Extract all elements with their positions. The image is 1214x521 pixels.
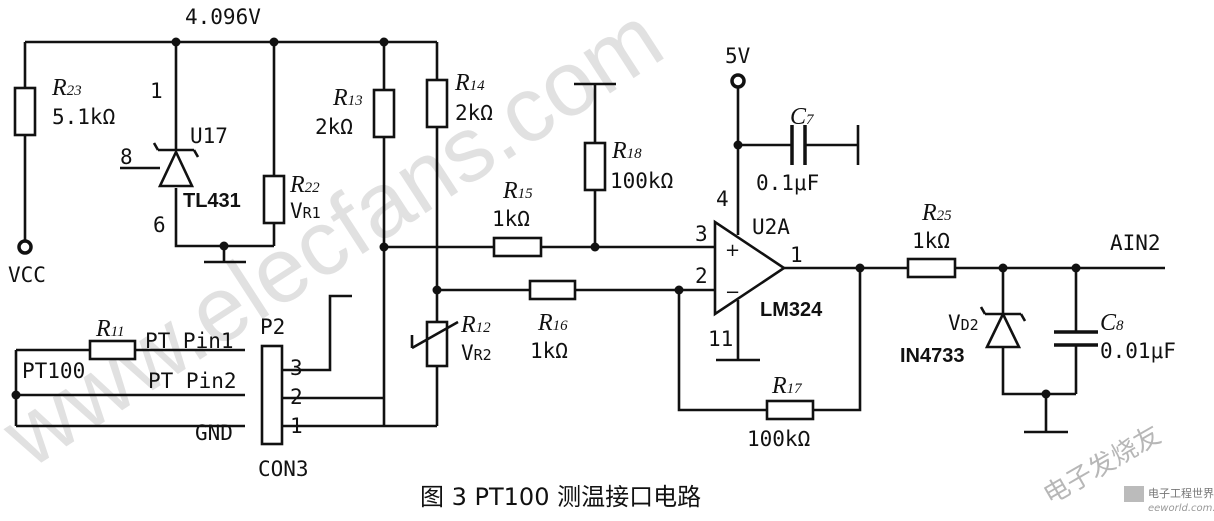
p2-ref: P2	[260, 315, 285, 339]
r12-value: VR2	[461, 341, 492, 365]
r22-ref: R22	[289, 172, 320, 198]
opamp-u2a: + − 4 3 2 1 11 U2A LM324	[695, 187, 823, 351]
r11-ref: R11	[95, 316, 125, 342]
opamp-ref: U2A	[752, 215, 790, 239]
zener-vd2: VD2 IN4733	[900, 306, 1027, 367]
opamp-pin1: 1	[790, 243, 803, 267]
r13-ref: R13	[332, 85, 363, 111]
opamp-part: LM324	[760, 299, 823, 321]
c8-capacitor: C8 0.01μF	[1054, 310, 1176, 363]
r17-resistor: R17 100kΩ	[747, 373, 815, 451]
u17-part: TL431	[183, 190, 241, 212]
watermark-cn: 电子发烧友	[1039, 420, 1167, 511]
gnd-label: GND	[195, 421, 233, 445]
c7-capacitor: C7 0.1μF	[756, 104, 819, 195]
r13-value: 2kΩ	[315, 115, 353, 139]
r25-ref: R25	[921, 200, 952, 226]
r23-resistor: R23 5.1kΩ	[13, 75, 115, 137]
p2-pin3: 3	[290, 356, 303, 380]
tl431-regulator: 1 8 6 U17 TL431	[120, 79, 241, 237]
opamp-plus: +	[725, 240, 740, 261]
connector-p2: P2 3 2 1 CON3	[258, 315, 309, 481]
opamp-pin4: 4	[716, 187, 729, 211]
pt100-sensor: PT100 PT Pin1 PT Pin2 GND	[22, 329, 237, 445]
opamp-minus: −	[725, 282, 740, 303]
p2-pin1: 1	[290, 414, 303, 438]
r25-value: 1kΩ	[912, 229, 950, 253]
r25-resistor: R25 1kΩ	[906, 200, 957, 279]
pt-pin2-label: PT Pin2	[148, 369, 237, 393]
r17-ref: R17	[771, 373, 803, 399]
c8-value: 0.01μF	[1100, 339, 1176, 363]
5v-terminal: 5V	[725, 44, 751, 89]
r16-ref: R16	[537, 310, 568, 336]
vcc-terminal: VCC	[8, 239, 46, 287]
junction-dots	[11, 37, 1081, 400]
c7-value: 0.1μF	[756, 171, 819, 195]
r15-value: 1kΩ	[492, 207, 530, 231]
u17-pin1: 1	[150, 79, 163, 103]
opamp-pin2: 2	[695, 264, 708, 288]
r15-resistor: R15 1kΩ	[492, 178, 543, 258]
r14-resistor: R14 2kΩ	[425, 70, 493, 129]
vcc-label: VCC	[8, 263, 46, 287]
logo-sub: eeworld.com.cn	[1148, 503, 1214, 514]
opamp-pin11: 11	[708, 327, 733, 351]
r14-value: 2kΩ	[455, 101, 493, 125]
u17-pin6: 6	[153, 213, 166, 237]
r12-ref: R12	[460, 312, 491, 338]
r16-resistor: R16 1kΩ	[528, 279, 577, 363]
r17-value: 100kΩ	[747, 427, 810, 451]
c7-ref: C7	[790, 104, 815, 130]
u17-pin8: 8	[120, 145, 133, 169]
p2-pin2: 2	[290, 385, 303, 409]
ain2-label: AIN2	[1110, 231, 1161, 255]
c8-ref: C8	[1100, 310, 1124, 336]
eeworld-logo: 电子工程世界 eeworld.com.cn	[1124, 486, 1214, 514]
5v-label: 5V	[725, 44, 751, 68]
pt-pin1-label: PT Pin1	[145, 329, 234, 353]
r22-value: VR1	[290, 199, 321, 223]
ref-voltage-label: 4.096V	[185, 5, 261, 29]
figure-caption: 图 3 PT100 测温接口电路	[420, 483, 701, 511]
r18-value: 100kΩ	[610, 169, 673, 193]
pt100-label: PT100	[22, 359, 85, 383]
logo-text: 电子工程世界	[1148, 487, 1214, 500]
r15-ref: R15	[502, 178, 533, 204]
r16-value: 1kΩ	[530, 339, 568, 363]
r11-resistor: R11	[88, 316, 137, 361]
opamp-pin3: 3	[695, 222, 708, 246]
r12-potentiometer: R12 VR2	[410, 312, 492, 368]
r18-resistor: R18 100kΩ	[583, 138, 673, 193]
u17-ref: U17	[190, 124, 228, 148]
p2-name: CON3	[258, 457, 309, 481]
r22-resistor: R22 VR1	[262, 172, 321, 225]
zener-ref: VD2	[948, 311, 979, 335]
r18-ref: R18	[611, 138, 642, 164]
watermark-text: www.elecfans.com	[0, 0, 680, 487]
r13-resistor: R13 2kΩ	[315, 85, 396, 139]
r23-ref: R23	[51, 75, 82, 101]
r23-value: 5.1kΩ	[52, 105, 115, 129]
zener-part: IN4733	[900, 345, 965, 367]
r14-ref: R14	[454, 70, 485, 96]
